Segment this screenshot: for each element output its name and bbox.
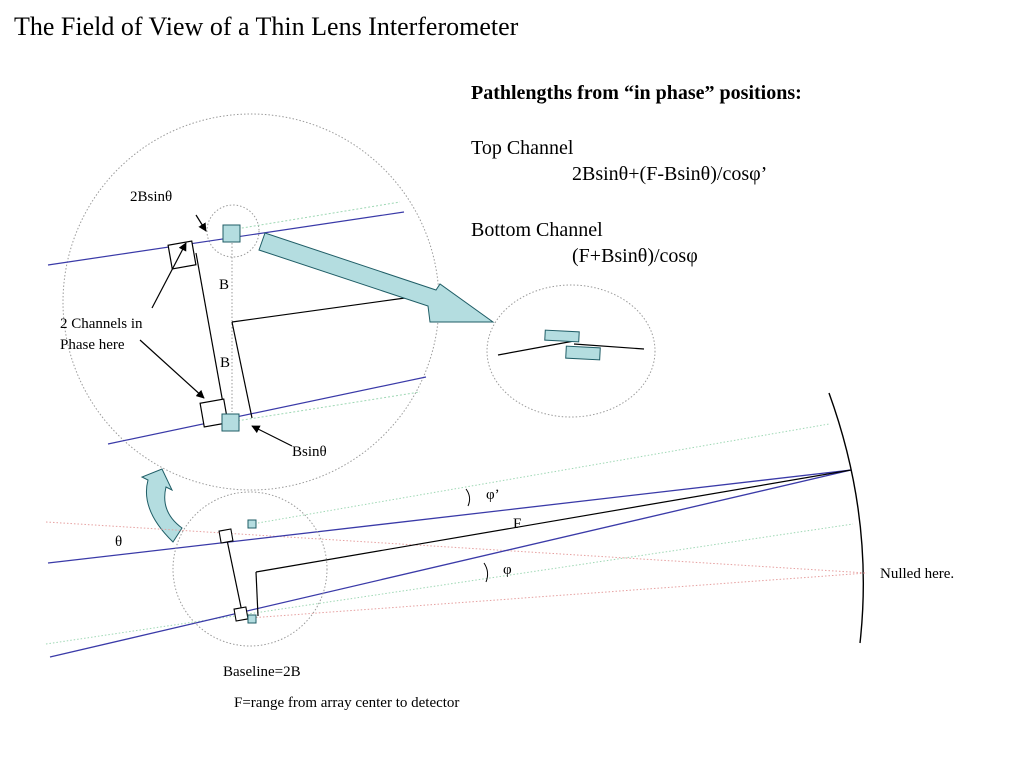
- channels-arrow-up: [151, 242, 187, 309]
- f-definition-label: F=range from array center to detector: [234, 695, 459, 711]
- two-b-sin-label: 2Bsinθ: [130, 189, 172, 205]
- detector-ray-right: [573, 343, 645, 350]
- main-diagram: φ’ φ F θ Nulled here. Baseline=2B F=rang…: [45, 392, 954, 711]
- array-aperture-outline-top: [218, 528, 234, 544]
- blue-ray-bottom: [49, 469, 852, 658]
- inset-aperture-outline-top: [167, 240, 197, 270]
- nulled-label: Nulled here.: [880, 566, 954, 582]
- inset-aperture-bottom: [221, 413, 240, 432]
- phi-arc: [483, 562, 489, 583]
- page-title: The Field of View of a Thin Lens Interfe…: [14, 12, 519, 41]
- inset-blue-ray-bottom: [107, 376, 427, 445]
- blue-ray-top: [47, 469, 852, 564]
- b-sin-arrow: [251, 425, 293, 447]
- inset-baseline: [195, 252, 227, 421]
- baseline-label: Baseline=2B: [223, 664, 301, 680]
- top-channel-label: Top Channel: [471, 137, 574, 159]
- top-channel-formula: 2Bsinθ+(F-Bsinθ)/cosφ’: [572, 163, 768, 185]
- channels-label-line2: Phase here: [60, 337, 125, 353]
- array-circle: [172, 491, 328, 647]
- channels-label-line1: 2 Channels in: [60, 316, 143, 332]
- center-ray-F: [255, 469, 852, 573]
- pathlength-heading: Pathlengths from “in phase” positions:: [471, 82, 802, 104]
- inset-center-ray: [231, 297, 406, 323]
- detector-aperture-bottom: [565, 345, 601, 361]
- bottom-channel-label: Bottom Channel: [471, 219, 603, 241]
- detector-inset: [486, 284, 656, 418]
- curved-arrow-to-inset: [140, 468, 183, 543]
- array-baseline: [226, 539, 243, 613]
- channels-arrow-down: [139, 339, 205, 399]
- detector-circle: [486, 284, 656, 418]
- detector-aperture-top: [544, 329, 580, 343]
- big-arrow-to-focus: [258, 232, 495, 323]
- phi-prime-arc: [465, 488, 471, 507]
- detector-ray-left: [497, 340, 575, 356]
- array-aperture-bottom: [247, 614, 257, 624]
- inset-aperture-outline-bottom: [199, 398, 229, 428]
- center-drop: [255, 571, 259, 617]
- array-aperture-outline-bottom: [233, 606, 249, 622]
- b-label-lower: B: [220, 355, 230, 371]
- inset-green-ray-bottom: [229, 391, 421, 423]
- b-sin-label: Bsinθ: [292, 444, 327, 460]
- two-b-sin-arrow: [195, 214, 207, 232]
- magnified-inset: 2Bsinθ B B 2 Channels in Phase here Bsin…: [47, 113, 440, 491]
- red-dotted-ray-2: [248, 572, 868, 619]
- red-dotted-ray-1: [45, 521, 868, 574]
- inset-circle: [62, 113, 440, 491]
- b-label-upper: B: [219, 277, 229, 293]
- inset-aperture-top: [222, 224, 241, 243]
- phi-label: φ: [503, 562, 512, 578]
- inset-green-ray-top: [229, 201, 401, 231]
- bottom-channel-formula: (F+Bsinθ)/cosφ: [572, 245, 698, 267]
- theta-label: θ: [115, 534, 122, 550]
- green-dotted-ray-2: [45, 523, 854, 645]
- green-dotted-ray-1: [257, 423, 830, 524]
- array-aperture-top: [247, 519, 257, 529]
- phi-prime-label: φ’: [486, 487, 500, 503]
- f-label: F: [513, 516, 521, 532]
- detector-arc: [828, 392, 865, 644]
- inset-focus-circle: [206, 204, 260, 258]
- inset-center-drop: [231, 321, 253, 419]
